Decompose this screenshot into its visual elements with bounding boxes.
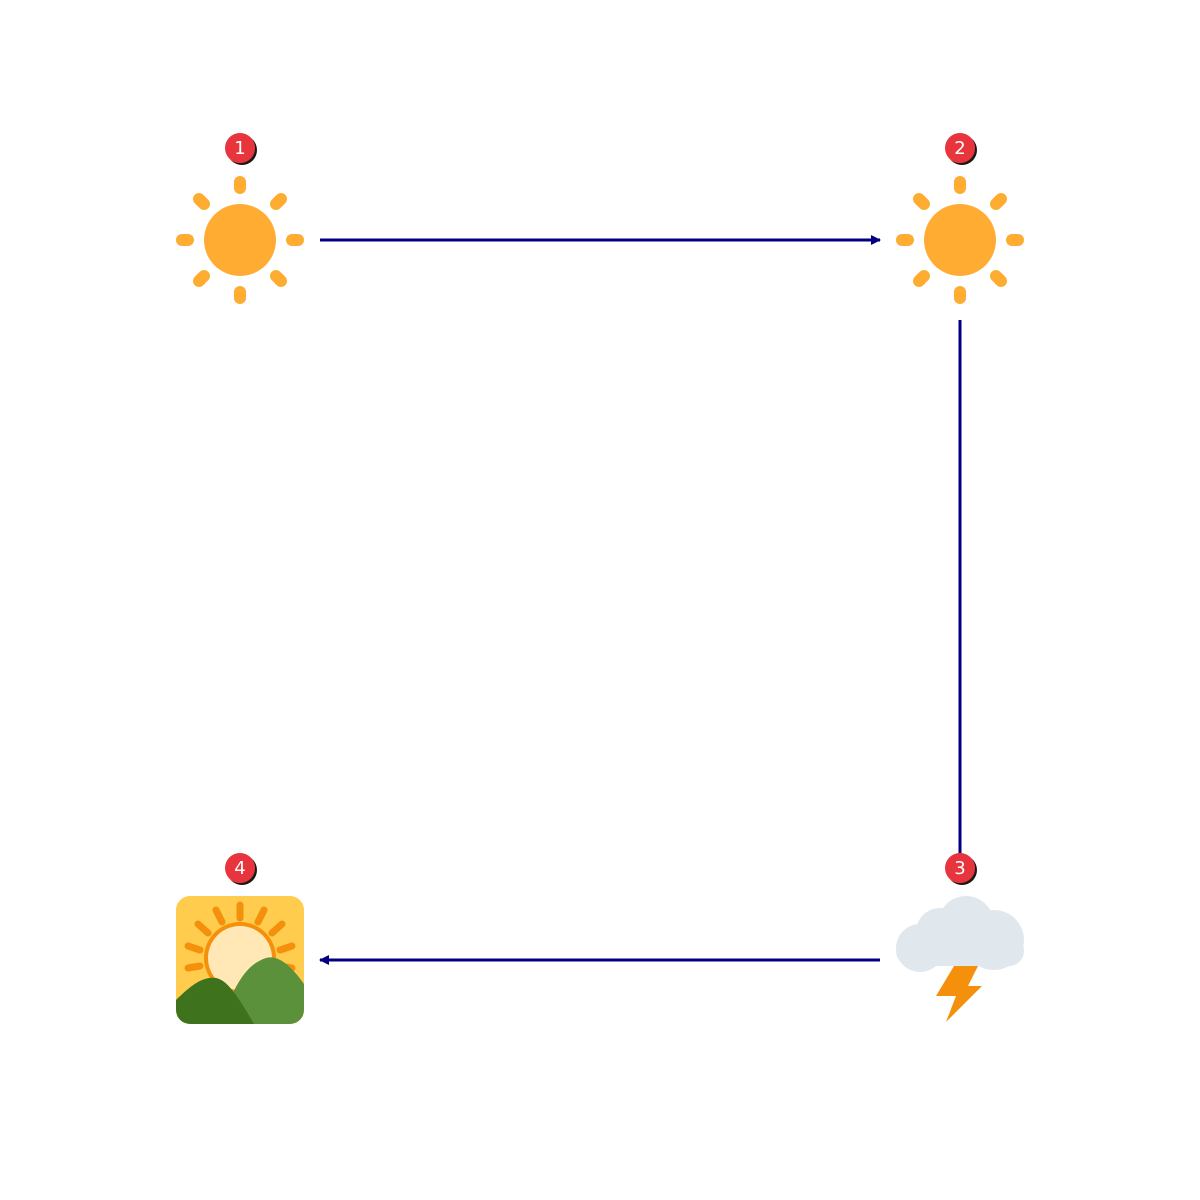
step-number: 1 [234,138,245,159]
edges-layer [319,235,965,965]
sun-icon [902,182,1018,298]
step-badge-circle [945,853,975,883]
step-number: 2 [954,138,965,159]
sunrise-over-mountains-icon [176,896,304,1024]
cloud-with-lightning-icon [896,896,1024,1022]
step-badge: 4 [225,853,255,883]
step-number: 3 [954,858,965,879]
diagram-node-3: 3 [896,853,1024,1022]
diagram-node-4: 4 [176,853,304,1024]
sun-icon [182,182,298,298]
diagram-node-2: 2 [902,133,1018,298]
step-badge-circle [225,133,255,163]
step-badge-circle [225,853,255,883]
nodes-layer: 1 2 3 4 [176,133,1024,1024]
step-number: 4 [234,858,245,879]
step-badge: 1 [225,133,255,163]
step-badge-circle [945,133,975,163]
diagram-node-1: 1 [182,133,298,298]
step-badge: 2 [945,133,975,163]
step-badge: 3 [945,853,975,883]
